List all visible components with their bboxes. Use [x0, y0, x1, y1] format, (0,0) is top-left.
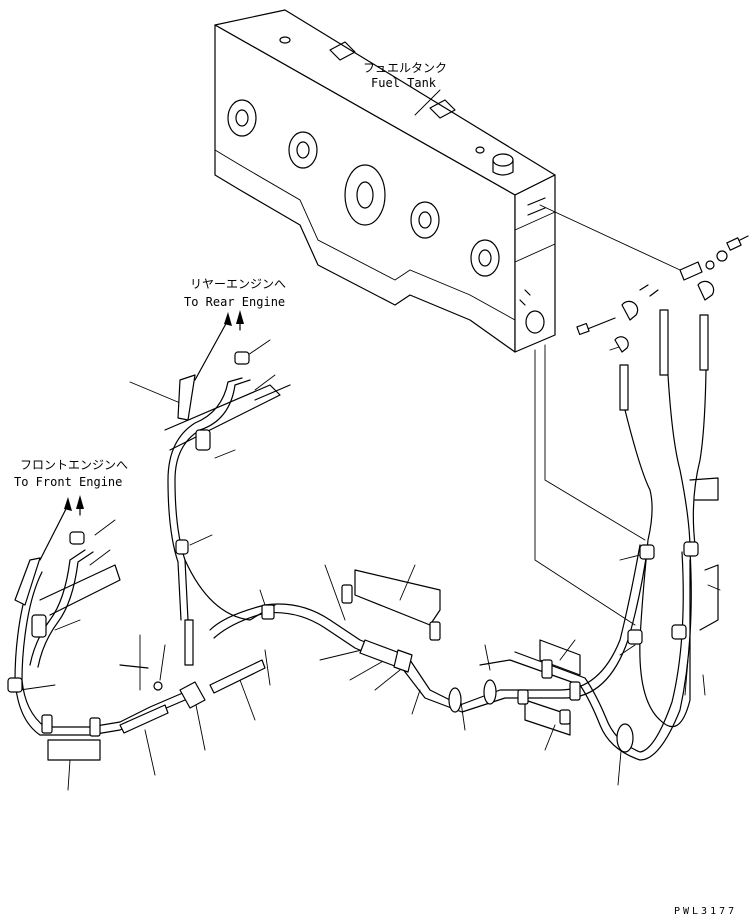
hoses	[14, 374, 413, 734]
tank-fittings	[576, 235, 749, 411]
rear-engine-label-en: To Rear Engine	[184, 295, 286, 309]
front-engine-label-en: To Front Engine	[14, 475, 123, 489]
front-engine-label-jp: フロントエンジンへ	[20, 458, 129, 472]
clamps	[7, 351, 699, 753]
fuel-piping	[14, 369, 707, 761]
frame-members	[39, 384, 719, 761]
fuel-tank	[214, 9, 556, 353]
fuel-tank-label-en: Fuel Tank	[371, 76, 437, 90]
fuel-tank-label-jp: フュエルタンク	[363, 61, 448, 75]
rear-engine-label-jp: リヤーエンジンへ	[190, 277, 287, 291]
drawing-code: PWL3177	[674, 906, 738, 917]
leader-lines	[19, 89, 721, 791]
direction-arrows	[39, 310, 244, 561]
